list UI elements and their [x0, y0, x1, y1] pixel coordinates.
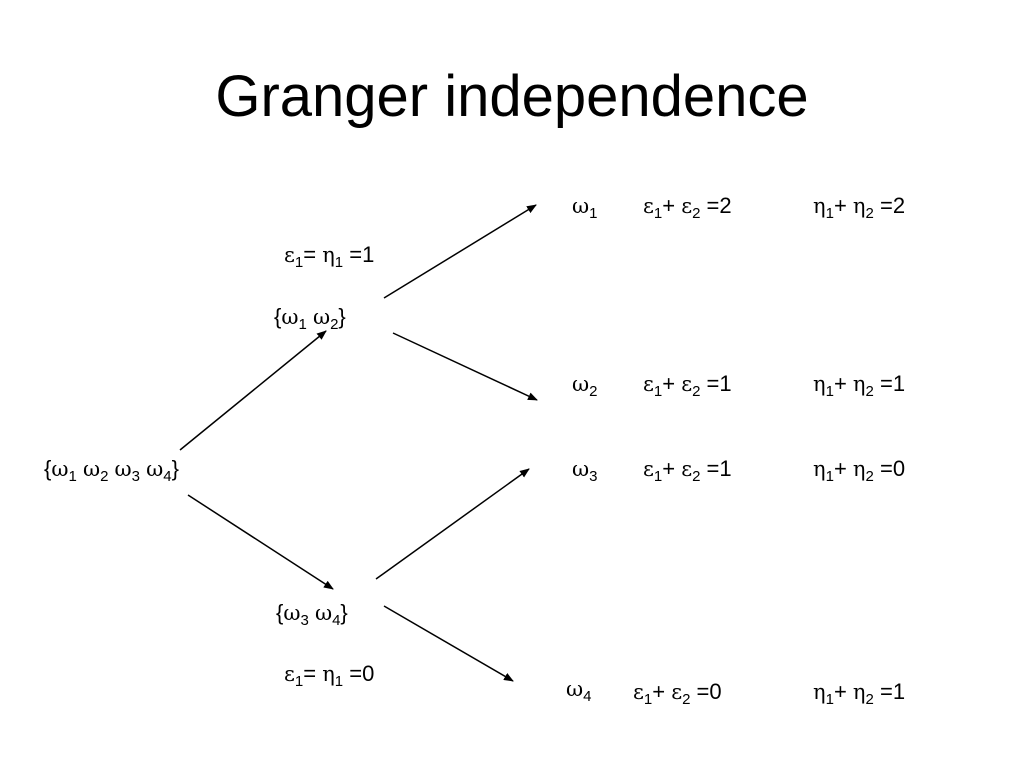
arrow-lower-to-omega3	[375, 468, 530, 580]
outcome-omega-4: ω4	[566, 677, 592, 705]
arrow-root-to-upper	[179, 330, 327, 451]
outcome-1-epsilon-sum: ε1+ ε2 =2	[643, 193, 732, 222]
outcome-omega-2: ω2	[572, 372, 598, 400]
outcome-4-epsilon-sum: ε1+ ε2 =0	[633, 679, 722, 708]
arrow-upper-to-omega2	[392, 332, 538, 401]
outcome-3-eta-sum: η1+ η2 =0	[813, 456, 906, 485]
root-set-node: {ω1 ω2 ω3 ω4}	[44, 456, 179, 485]
lower-branch-condition: ε1= η1 =0	[284, 661, 375, 690]
outcome-2-epsilon-sum: ε1+ ε2 =1	[643, 371, 732, 400]
outcome-3-epsilon-sum: ε1+ ε2 =1	[643, 456, 732, 485]
page-title: Granger independence	[215, 64, 809, 129]
outcome-omega-3: ω3	[572, 457, 598, 485]
outcome-2-eta-sum: η1+ η2 =1	[813, 371, 906, 400]
outcome-1-eta-sum: η1+ η2 =2	[813, 193, 906, 222]
lower-set-node: {ω3 ω4}	[276, 600, 348, 629]
arrow-root-to-lower	[187, 494, 334, 590]
upper-set-node: {ω1 ω2}	[274, 304, 346, 333]
outcome-4-eta-sum: η1+ η2 =1	[813, 679, 906, 708]
outcome-omega-1: ω1	[572, 194, 598, 222]
arrow-lower-to-omega4	[383, 605, 514, 682]
upper-branch-condition: ε1= η1 =1	[284, 242, 375, 271]
arrow-upper-to-omega1	[383, 204, 537, 299]
